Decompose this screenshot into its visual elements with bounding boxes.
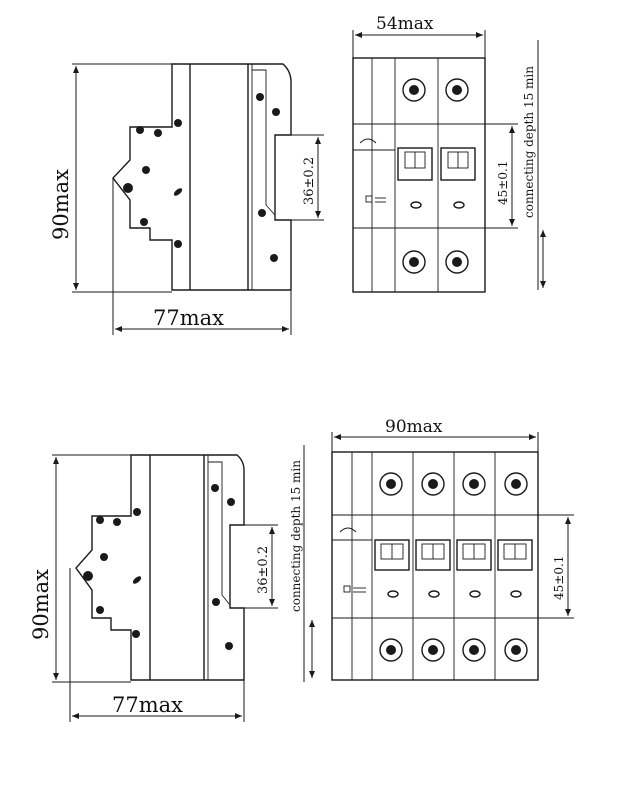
bottom-front-marks: [339, 527, 366, 593]
bottom-depth-label: 77max: [112, 693, 183, 717]
bottom-center-label: 45±0.1: [552, 556, 566, 600]
bottom-front-view: 90max 45±0.1 connecting depth 15 min: [289, 417, 574, 682]
top-height-label: 90max: [49, 169, 73, 240]
bottom-side-clip-profile: [208, 461, 231, 606]
top-side-view: 90max 77max 36±0.2: [49, 63, 324, 335]
top-front-outline: [352, 57, 486, 293]
top-front-view: 54max 45±0.1 connecting depth 15 min: [352, 14, 546, 293]
top-width-label: 54max: [376, 14, 434, 34]
bottom-front-terminals-lower: [379, 638, 528, 662]
bottom-side-rivets: [83, 484, 235, 650]
top-side-clip-profile: [252, 69, 276, 216]
bottom-width-label: 90max: [385, 417, 443, 437]
bottom-side-view: 90max 77max 36±0.2: [29, 454, 278, 722]
bottom-front-terminals-upper: [379, 472, 528, 496]
bottom-front-outline: [331, 451, 539, 681]
top-depth-label: 77max: [153, 306, 224, 330]
bottom-rail-label: 36±0.2: [256, 546, 271, 594]
bottom-connect-label: connecting depth 15 min: [289, 460, 303, 612]
top-connect-label: connecting depth 15 min: [522, 66, 536, 218]
top-front-terminals-upper: [402, 78, 469, 102]
top-front-toggles: [397, 147, 476, 209]
top-center-label: 45±0.1: [496, 161, 510, 205]
top-side-body-outline: [112, 63, 292, 291]
top-front-terminals-lower: [402, 250, 469, 274]
bottom-front-toggles: [374, 539, 533, 598]
top-rail-label: 36±0.2: [302, 157, 317, 205]
top-side-rivets: [123, 93, 280, 262]
bottom-height-label: 90max: [29, 569, 53, 640]
top-front-marks: [359, 138, 386, 203]
